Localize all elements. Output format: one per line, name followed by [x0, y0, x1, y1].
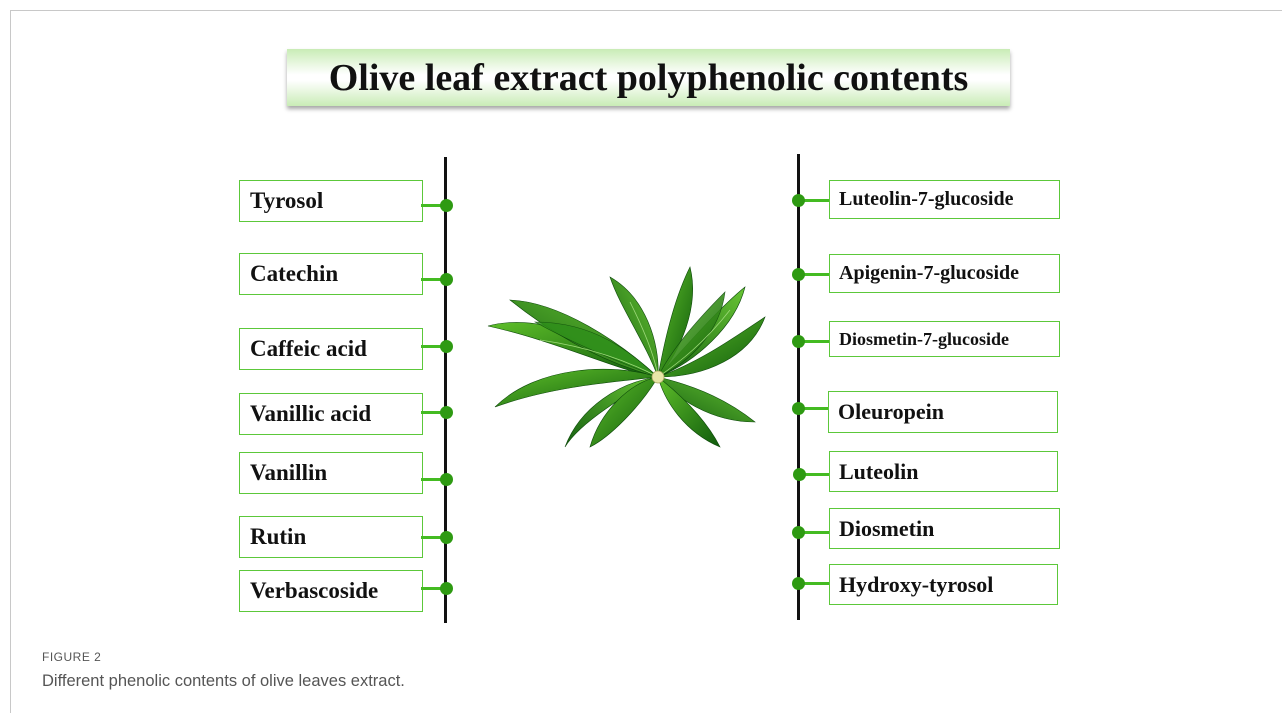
left-node-dot	[440, 340, 453, 353]
left-item-box: Rutin	[239, 516, 423, 558]
right-item-box: Diosmetin-7-glucoside	[829, 321, 1060, 357]
left-item-label: Caffeic acid	[250, 336, 367, 362]
left-item-label: Catechin	[250, 261, 338, 287]
right-item-box: Diosmetin	[829, 508, 1060, 549]
left-item-box: Vanillic acid	[239, 393, 423, 435]
left-node-dot	[440, 582, 453, 595]
right-item-box: Luteolin-7-glucoside	[829, 180, 1060, 219]
left-node-dot	[440, 406, 453, 419]
right-node-dot	[792, 402, 805, 415]
right-item-label: Luteolin	[839, 459, 918, 485]
left-item-label: Vanillin	[250, 460, 327, 486]
left-item-box: Tyrosol	[239, 180, 423, 222]
right-node-dot	[793, 468, 806, 481]
right-node-dot	[792, 526, 805, 539]
left-item-box: Caffeic acid	[239, 328, 423, 370]
right-axis-line	[797, 154, 800, 620]
figure-caption: Different phenolic contents of olive lea…	[42, 672, 405, 691]
right-item-label: Apigenin-7-glucoside	[839, 262, 1019, 285]
left-item-label: Rutin	[250, 524, 306, 550]
right-item-label: Oleuropein	[838, 399, 944, 425]
figure-frame-left-border	[10, 10, 11, 713]
right-item-box: Hydroxy-tyrosol	[829, 564, 1058, 605]
diagram-title-box: Olive leaf extract polyphenolic contents	[287, 49, 1010, 106]
right-item-box: Oleuropein	[828, 391, 1058, 433]
left-node-dot	[440, 273, 453, 286]
olive-leaf-sprig-icon	[480, 262, 770, 457]
right-node-dot	[792, 268, 805, 281]
right-node-dot	[792, 335, 805, 348]
right-item-box: Luteolin	[829, 451, 1058, 492]
diagram-title: Olive leaf extract polyphenolic contents	[329, 56, 969, 100]
left-item-box: Verbascoside	[239, 570, 423, 612]
left-item-label: Vanillic acid	[250, 401, 371, 427]
right-item-box: Apigenin-7-glucoside	[829, 254, 1060, 293]
left-axis-line	[444, 157, 447, 623]
left-item-label: Tyrosol	[250, 188, 323, 214]
left-node-dot	[440, 473, 453, 486]
right-item-label: Diosmetin	[839, 516, 934, 542]
left-node-dot	[440, 199, 453, 212]
left-item-box: Vanillin	[239, 452, 423, 494]
leaf-cluster	[488, 267, 765, 447]
left-node-dot	[440, 531, 453, 544]
left-item-box: Catechin	[239, 253, 423, 295]
right-item-label: Diosmetin-7-glucoside	[839, 329, 1009, 350]
figure-frame-top-border	[10, 10, 1282, 11]
left-item-label: Verbascoside	[250, 578, 378, 604]
right-node-dot	[792, 194, 805, 207]
right-item-label: Hydroxy-tyrosol	[839, 572, 993, 598]
figure-label: FIGURE 2	[42, 650, 101, 664]
right-node-dot	[792, 577, 805, 590]
right-item-label: Luteolin-7-glucoside	[839, 188, 1013, 211]
